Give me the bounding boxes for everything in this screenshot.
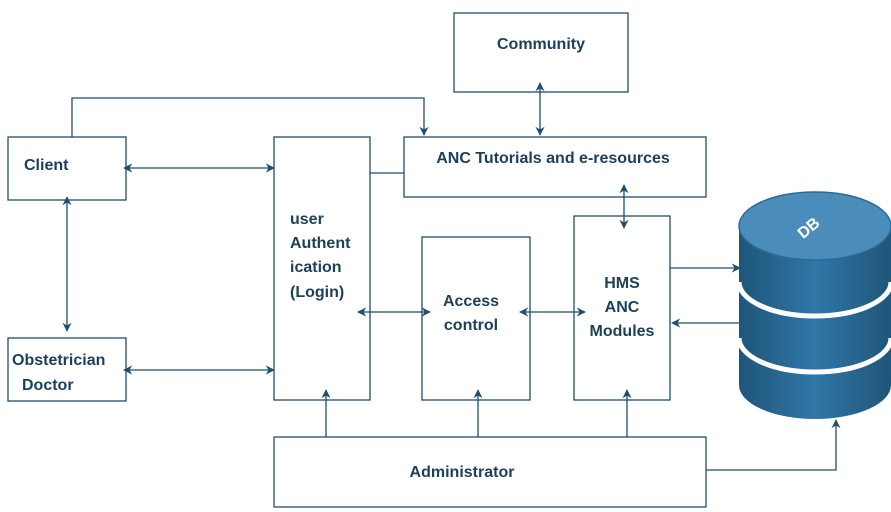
auth-box <box>273 136 371 401</box>
doctor-label-line-2: Doctor <box>22 377 74 394</box>
access-label-line-2: control <box>444 317 498 334</box>
client-to-tutorials-connector <box>71 97 429 137</box>
access-control-box <box>421 236 531 401</box>
community-box <box>453 12 629 93</box>
tutorials-box <box>403 136 707 198</box>
hms-label-line-1: HMS <box>604 275 640 292</box>
auth-label-line-3: ication <box>290 259 342 276</box>
hms-label-line-3: Modules <box>590 323 655 340</box>
doctor-box <box>7 337 127 402</box>
auth-label-line-2: Authent <box>290 235 351 252</box>
hms-label-line-2: ANC <box>605 299 640 316</box>
administrator-box <box>273 436 707 508</box>
auth-label-line-1: user <box>290 211 324 228</box>
administrator-label: Administrator <box>410 464 515 481</box>
admin-db-connector <box>706 419 841 471</box>
doctor-label-line-1: Obstetrician <box>12 352 105 369</box>
client-label: Client <box>24 157 69 174</box>
tutorials-label: ANC Tutorials and e-resources <box>436 150 670 167</box>
database-cylinder <box>736 191 891 419</box>
access-label-line-1: Access <box>443 293 499 310</box>
community-label: Community <box>497 36 585 53</box>
hms-box <box>573 215 671 401</box>
auth-label-line-4: (Login) <box>290 284 344 301</box>
client-box <box>7 136 127 201</box>
